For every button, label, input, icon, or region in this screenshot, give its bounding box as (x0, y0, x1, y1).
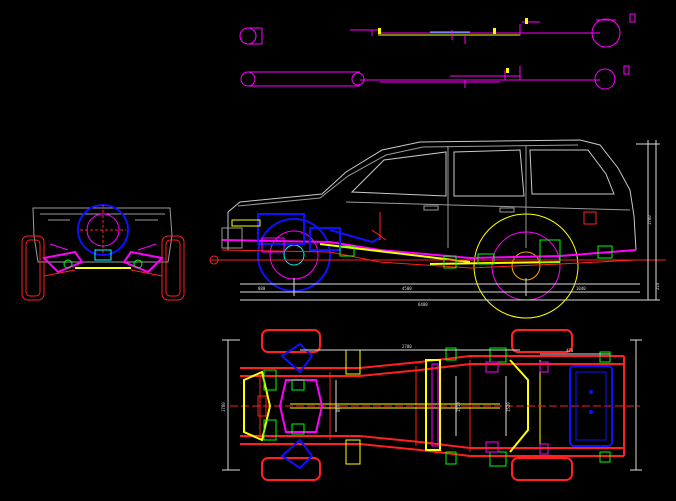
spring-eye-left-lower (240, 71, 256, 87)
front-wheel-right (161, 235, 185, 301)
front-view (21, 204, 185, 301)
dim-side-wheelbase: 4500 (402, 286, 412, 291)
plan-wheel-front-top (261, 329, 321, 353)
dim-plan-track-front: 1510 (456, 402, 461, 412)
spring-schematic-upper (239, 13, 636, 48)
dim-side-height: 1780 (647, 215, 652, 225)
dim-side-ground: 210 (655, 282, 660, 290)
dim-side-front-overhang: 880 (258, 286, 266, 291)
side-view (209, 139, 666, 319)
side-body-outline (227, 139, 637, 251)
side-frame-rail (221, 239, 637, 260)
spring-eye-left (239, 27, 257, 45)
plan-view-dimensions: 1780 860 1510 1520 2780 420 (221, 344, 574, 412)
plan-fuel-tank (569, 365, 613, 447)
plan-view (222, 329, 642, 481)
spring-schematic-lower (240, 65, 630, 90)
side-window-front (350, 151, 447, 197)
plan-frame-rail-bottom (240, 443, 624, 457)
dim-plan-frame-width: 860 (336, 404, 341, 412)
side-rear-wheel (473, 213, 579, 319)
plan-wheel-rear-top (511, 329, 573, 353)
dim-plan-front-note: 420 (566, 348, 574, 353)
dim-plan-track-rear: 1520 (506, 402, 511, 412)
spring-eye-right (591, 18, 621, 48)
plan-frame-rail-top (240, 355, 624, 369)
plan-wheel-rear-bottom (511, 457, 573, 481)
dim-plan-overall-width: 1780 (221, 402, 226, 412)
dim-side-overall: 6480 (418, 302, 428, 307)
side-window-middle (453, 149, 525, 197)
side-window-rear (529, 149, 615, 195)
front-wheel-left (21, 235, 45, 301)
plan-wheel-front-bottom (261, 457, 321, 481)
side-view-dimensions: 4500 880 1040 6480 1780 210 (258, 215, 660, 307)
spring-eye-right-lower (594, 68, 616, 90)
dim-side-rear-overhang: 1040 (576, 286, 586, 291)
dim-plan-rear-note: 2780 (402, 344, 412, 349)
